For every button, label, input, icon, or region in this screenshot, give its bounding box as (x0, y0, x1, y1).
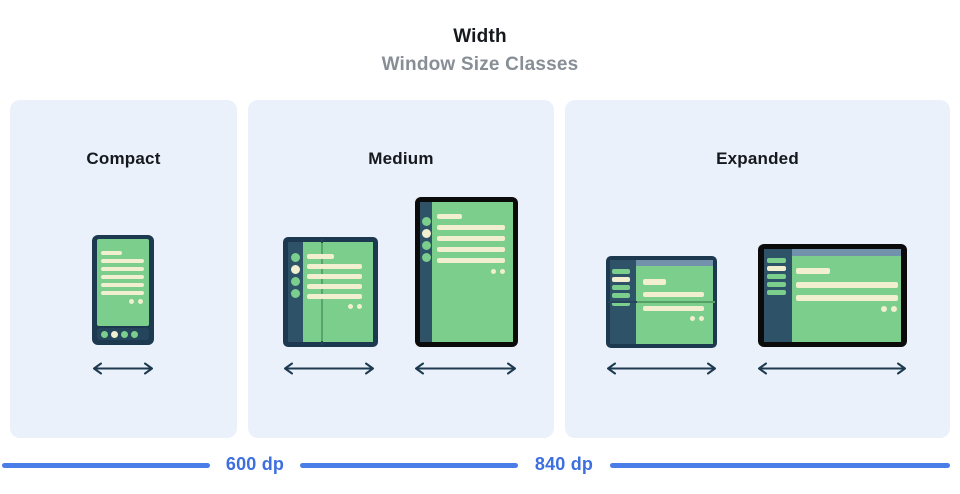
text-placeholder-bar (437, 236, 505, 241)
text-placeholder-bar (643, 292, 704, 297)
action-dots (437, 269, 505, 274)
breakpoint-840dp-label: 840 dp (534, 454, 594, 474)
screen-main (636, 260, 713, 344)
width-arrow-icon (284, 362, 374, 375)
action-dot (138, 299, 143, 304)
sidebar-menu (764, 249, 792, 342)
menu-item-bar (767, 266, 786, 271)
text-placeholder-bar (437, 247, 505, 252)
app-bar (792, 249, 901, 256)
text-placeholder-bar (796, 295, 898, 301)
tablet-portrait-illustration (415, 197, 518, 347)
action-dot (357, 304, 362, 309)
text-placeholder-bar (643, 306, 704, 311)
panel-compact-title: Compact (86, 149, 161, 168)
nav-dot (131, 330, 138, 338)
breakpoint-600dp-label: 600 dp (225, 454, 285, 474)
foldable-screen (303, 242, 373, 342)
ruler-line-segment (2, 463, 210, 468)
text-placeholder-bar (101, 267, 144, 271)
nav-dot (291, 253, 300, 262)
text-placeholder-bar (437, 225, 505, 230)
phone-portrait-illustration (92, 235, 154, 345)
action-dot (891, 306, 897, 312)
fold-line (320, 239, 323, 345)
screen-main (792, 249, 901, 342)
text-placeholder-bar (437, 258, 505, 263)
ruler-line-segment (610, 463, 950, 468)
page-title: Width (453, 26, 507, 47)
panel-expanded-title: Expanded (716, 149, 799, 168)
width-arrow-icon (415, 362, 516, 375)
nav-dot (291, 277, 300, 286)
nav-dot (291, 265, 300, 274)
text-placeholder-bar (307, 254, 334, 259)
text-placeholder-bar (307, 264, 362, 269)
action-dots (796, 306, 898, 312)
nav-dot (121, 330, 128, 338)
landscape-tablet-illustration (758, 244, 907, 347)
menu-item-bar (767, 258, 786, 263)
text-placeholder-bar (307, 284, 362, 289)
action-dot (129, 299, 134, 304)
menu-item-bar (767, 290, 786, 295)
text-placeholder-bar (101, 291, 144, 295)
width-arrow-icon (93, 362, 153, 375)
content-area (792, 256, 901, 342)
app-bar (636, 260, 713, 266)
nav-dot (101, 330, 108, 338)
action-dot (881, 306, 887, 312)
text-placeholder-bar (796, 268, 830, 274)
landscape-foldable-illustration (606, 256, 717, 348)
content-area (636, 266, 713, 344)
fold-line (608, 301, 715, 303)
nav-dot (421, 241, 431, 250)
panel-medium-title: Medium (368, 149, 434, 168)
nav-dot (111, 330, 118, 338)
panel-compact: Compact (10, 100, 237, 438)
nav-rail (420, 202, 432, 342)
open-foldable-illustration (283, 237, 378, 347)
nav-dot (421, 217, 431, 226)
menu-item-bar (612, 293, 630, 298)
text-placeholder-bar (437, 214, 462, 219)
text-placeholder-bar (101, 283, 144, 287)
panel-expanded: Expanded (565, 100, 950, 438)
action-dot (348, 304, 353, 309)
action-dots (643, 316, 704, 321)
text-placeholder-bar (796, 282, 898, 288)
text-placeholder-bar (101, 275, 144, 279)
phone-nav-bar (97, 328, 149, 340)
text-placeholder-bar (307, 274, 362, 279)
text-placeholder-bar (643, 279, 666, 285)
nav-dot (421, 229, 431, 238)
menu-item-bar (612, 277, 630, 282)
width-arrow-icon (758, 362, 906, 375)
menu-item-bar (612, 301, 630, 306)
nav-dot (291, 289, 300, 298)
text-placeholder-bar (101, 259, 144, 263)
menu-item-bar (612, 285, 630, 290)
action-dot (690, 316, 695, 321)
menu-item-bar (767, 282, 786, 287)
nav-dot (421, 253, 431, 262)
panel-medium: Medium (248, 100, 554, 438)
nav-rail (288, 242, 303, 342)
ruler-line-segment (300, 463, 518, 468)
text-placeholder-bar (101, 251, 122, 255)
text-placeholder-bar (307, 294, 362, 299)
width-arrow-icon (607, 362, 716, 375)
phone-screen (97, 239, 149, 326)
tablet-screen (432, 202, 513, 342)
menu-item-bar (612, 269, 630, 274)
menu-item-bar (767, 274, 786, 279)
page-subtitle: Window Size Classes (381, 54, 579, 75)
action-dot (491, 269, 496, 274)
action-dot (500, 269, 505, 274)
action-dots (101, 299, 144, 304)
action-dot (699, 316, 704, 321)
action-dots (307, 304, 362, 309)
